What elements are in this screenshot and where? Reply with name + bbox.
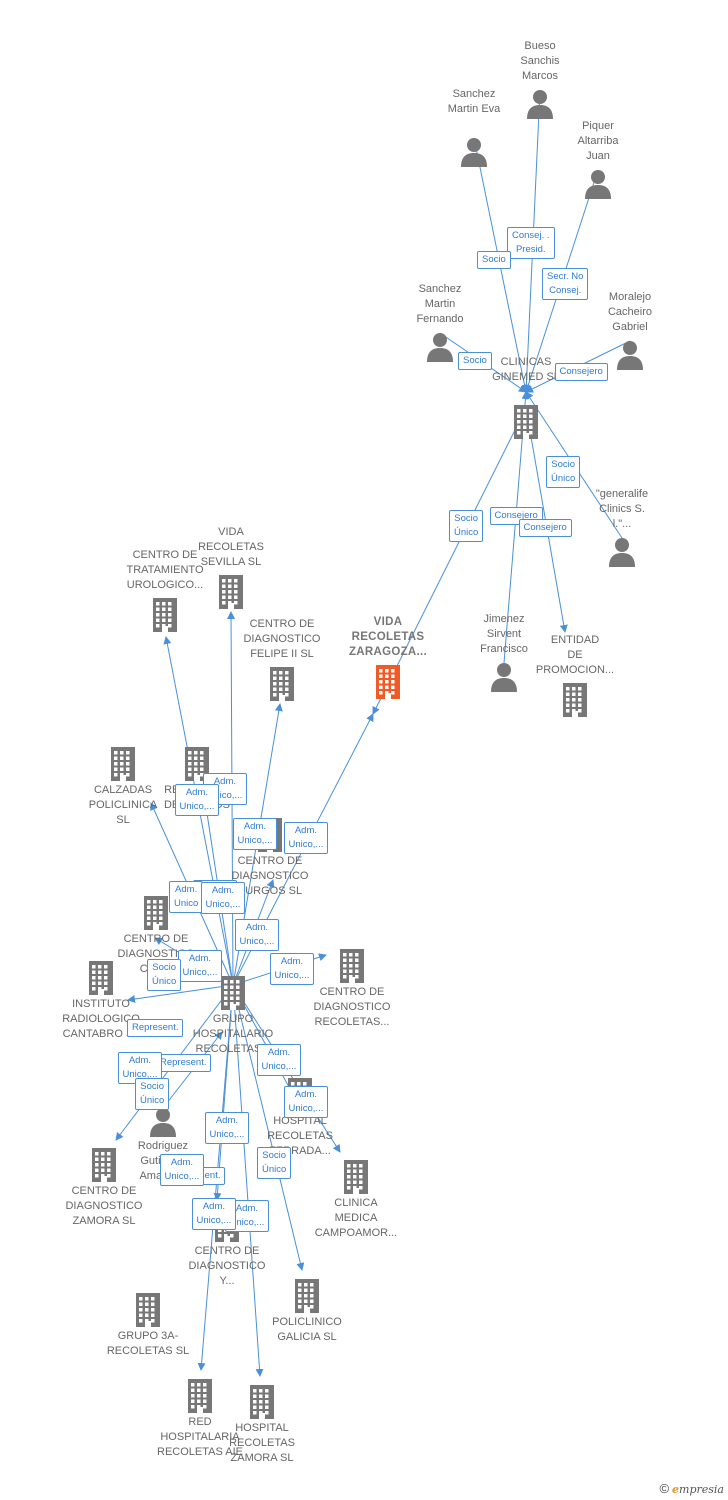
edge-label-extra-4[interactable]: Adm. Unico,... [200,882,246,914]
person-icon-sanchez_fer[interactable] [426,332,454,367]
node-label-grupo3a[interactable]: GRUPO 3A- RECOLETAS SL [106,1330,190,1357]
company-icon-cd_cue[interactable] [141,896,171,935]
brand-name: mpresia [679,1483,724,1496]
company-icon-vida_sev[interactable] [216,575,246,614]
node-label-jimenez[interactable]: Jimenez Sirvent Francisco [480,613,528,655]
edge-ginemed-to-vida_zar [372,407,527,715]
edge-label-grupo-to-policlinico[interactable]: Socio Único [257,1147,292,1179]
edge-label-grupo-to-ct_uro[interactable]: Adm. Unico,... [174,784,220,816]
person-icon-bueso[interactable] [526,89,554,124]
company-icon-grupo[interactable] [218,976,248,1015]
node-label-sanchez_eva[interactable]: Sanchez Martin Eva [447,88,501,115]
node-label-generalife[interactable]: "generalife Clinics S. l."... [595,488,649,530]
edge-label-grupo-to-cd_recoletas[interactable]: Adm. Unico,... [269,953,315,985]
person-icon-jimenez[interactable] [490,662,518,697]
node-label-cd_burgos[interactable]: CENTRO DE DIAGNOSTICO BURGOS SL [231,855,309,897]
edge-label-ginemed-to-vida_zar[interactable]: Socio Único [449,510,484,542]
company-icon-policlinico[interactable] [292,1279,322,1318]
edge-label-grupo-to-instituto[interactable]: Socio Único [147,959,182,991]
node-label-bueso[interactable]: Bueso Sanchis Marcos [520,40,560,82]
edge-label-grupo-to-cd_y[interactable]: Adm. Unico,... [204,1112,250,1144]
edge-label-extra-2[interactable]: Adm. Unico,... [159,1154,205,1186]
node-label-piquer[interactable]: Piquer Altarriba Juan [577,120,619,162]
edge-label-grupo-to-felipe[interactable]: Adm. Unico,... [232,818,278,850]
node-label-cd_cue[interactable]: CENTRO DE DIAGNOSTICO CUE... [117,933,195,975]
company-icon-vida_zar[interactable] [373,665,403,704]
edge-label-piquer-to-ginemed[interactable]: Secr. No Consej. [542,268,589,300]
person-icon-rodriguez[interactable] [149,1107,177,1142]
company-icon-cd_zamora[interactable] [89,1148,119,1187]
node-label-cd_y[interactable]: CENTRO DE DIAGNOSTICO Y... [188,1245,266,1287]
node-label-calzadas[interactable]: CALZADAS POLICLINICA SL [88,784,158,826]
node-label-vida_sev[interactable]: VIDA RECOLETAS SEVILLA SL [198,526,264,568]
company-icon-ginemed[interactable] [511,405,541,444]
node-label-vida_zar[interactable]: VIDA RECOLETAS ZARAGOZA... [348,616,428,658]
node-label-campoamor[interactable]: CLINICA MEDICA CAMPOAMOR... [314,1197,398,1239]
node-label-ct_uro[interactable]: CENTRO DE TRATAMIENTO UROLOGICO... [126,549,204,591]
edge-label-moralejo-to-ginemed[interactable]: Consejero [554,363,608,381]
edge-label-extra-3[interactable]: Adm. Unico,... [191,1198,237,1230]
edge-label-rodriguez-to-grupo[interactable]: Represent. [127,1019,184,1037]
company-icon-ct_uro[interactable] [150,598,180,637]
node-label-hosp_zamora[interactable]: HOSPITAL RECOLETAS ZAMORA SL [229,1422,295,1464]
node-label-felipe[interactable]: CENTRO DE DIAGNOSTICO FELIPE II SL [243,618,321,660]
edge-label-sanchez_eva-to-ginemed[interactable]: Socio [477,251,511,269]
edge-label-bueso-to-ginemed[interactable]: Consej. . Presid. [507,227,555,259]
person-icon-piquer[interactable] [584,169,612,204]
person-icon-generalife[interactable] [608,537,636,572]
company-icon-entidad[interactable] [560,683,590,722]
company-icon-cd_recoletas[interactable] [337,949,367,988]
node-label-cd_recoletas[interactable]: CENTRO DE DIAGNOSTICO RECOLETAS... [313,986,391,1028]
company-icon-calzadas[interactable] [108,747,138,786]
company-icon-grupo3a[interactable] [133,1293,163,1332]
node-label-cd_zamora[interactable]: CENTRO DE DIAGNOSTICO ZAMORA SL [65,1185,143,1227]
node-label-policlinico[interactable]: POLICLINICO GALICIA SL [272,1316,342,1343]
edge-label-grupo-to-cd_cue[interactable]: Adm. Unico,... [177,950,223,982]
node-label-grupo[interactable]: GRUPO HOSPITALARIO RECOLETAS... [192,1013,274,1055]
company-icon-felipe[interactable] [267,667,297,706]
brand-initial: e [672,1483,680,1496]
edge-grupo-to-hosp_zamora [232,984,264,1377]
edge-label-grupo-to-vida_zar[interactable]: Adm. Unico,... [283,822,329,854]
edge-label-sanchez_fer-to-ginemed[interactable]: Socio [458,352,492,370]
edge-label-extra-1[interactable]: Socio Único [135,1078,170,1110]
edge-grupo-to-policlinico [232,984,305,1271]
company-icon-hosp_zamora[interactable] [247,1385,277,1424]
node-label-sanchez_fer[interactable]: Sanchez Martin Fernando [416,283,464,325]
edge-grupo-to-instituto [127,984,234,1003]
company-icon-rec_burgos[interactable] [182,747,212,786]
edge-label-ginemed-to-entidad[interactable]: Consejero [518,519,572,537]
node-label-entidad[interactable]: ENTIDAD DE PROMOCION... [535,634,615,676]
person-icon-sanchez_eva[interactable] [460,137,488,172]
edge-label-grupo-to-campoamor[interactable]: Adm. Unico,... [283,1086,329,1118]
edge-label-generalife-to-ginemed[interactable]: Socio Único [546,456,581,488]
company-icon-campoamor[interactable] [341,1160,371,1199]
edge-label-grupo-to-hospital_ferrada[interactable]: Adm. Unico,... [256,1044,302,1076]
person-icon-moralejo[interactable] [616,340,644,375]
edge-label-grupo-to-calzadas[interactable]: Adm. Unico [169,881,204,913]
node-label-moralejo[interactable]: Moralejo Cacheiro Gabriel [607,291,653,333]
copyright-symbol: © [659,1481,670,1496]
company-icon-red[interactable] [185,1379,215,1418]
footer-brand[interactable]: ©empresia [659,1481,724,1496]
edge-label-grupo-to-cd_burgos[interactable]: Adm. Unico,... [234,919,280,951]
company-icon-instituto[interactable] [86,961,116,1000]
edge-label-grupo-to-cd_zamora[interactable]: Represent. [155,1054,212,1072]
node-label-red[interactable]: RED HOSPITALARIA RECOLETAS AIE [157,1416,243,1458]
